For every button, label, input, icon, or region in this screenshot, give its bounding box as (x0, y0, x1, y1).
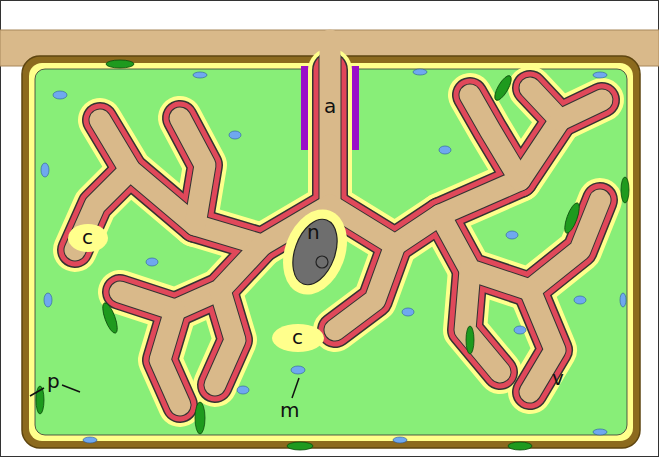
part-label: c (292, 327, 303, 347)
part-label: v (552, 368, 564, 388)
part-label: m (280, 400, 299, 420)
part-label: c (82, 227, 93, 247)
part-label: n (307, 222, 320, 242)
part-label: a (324, 96, 336, 116)
part-label: p (47, 371, 60, 391)
